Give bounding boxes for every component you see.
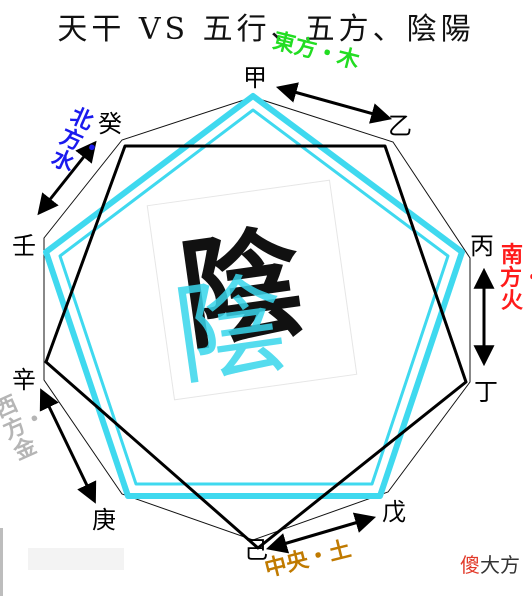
stem-xin: 辛: [12, 366, 36, 394]
cyan-pentagon-core: [52, 102, 456, 491]
cyan-pentagon-outer: [43, 93, 465, 499]
arrow-west: [39, 388, 97, 504]
stem-bing: 丙: [470, 232, 494, 260]
stem-geng: 庚: [92, 506, 116, 534]
stem-gui: 癸: [98, 110, 122, 138]
arrow-north: [37, 140, 97, 216]
yin-glyph: 陰 陰: [166, 186, 347, 401]
arrow-center: [265, 512, 377, 554]
stem-wu: 戊: [382, 498, 406, 526]
brand-part-1: 傻: [460, 553, 480, 577]
brand-mark: 傻大方: [460, 549, 520, 578]
yin-glyph-cyan: 陰: [166, 259, 294, 402]
arrow-east: [275, 82, 393, 124]
stem-ji: 己: [244, 536, 268, 564]
left-edge-bar: [0, 528, 3, 596]
stem-yi: 乙: [388, 112, 412, 140]
stem-ren: 壬: [12, 232, 36, 260]
stem-ding: 丁: [474, 378, 498, 406]
stem-jia: 甲: [243, 64, 267, 92]
yin-emblem: [146, 179, 358, 401]
page-title: 天干 VS 五行、五方、陰陽: [57, 12, 475, 47]
brand-part-2: 大方: [480, 553, 520, 577]
direction-south: 南方・火: [500, 243, 532, 315]
faint-placeholder: [28, 548, 124, 570]
black-pentagon: [44, 144, 468, 550]
